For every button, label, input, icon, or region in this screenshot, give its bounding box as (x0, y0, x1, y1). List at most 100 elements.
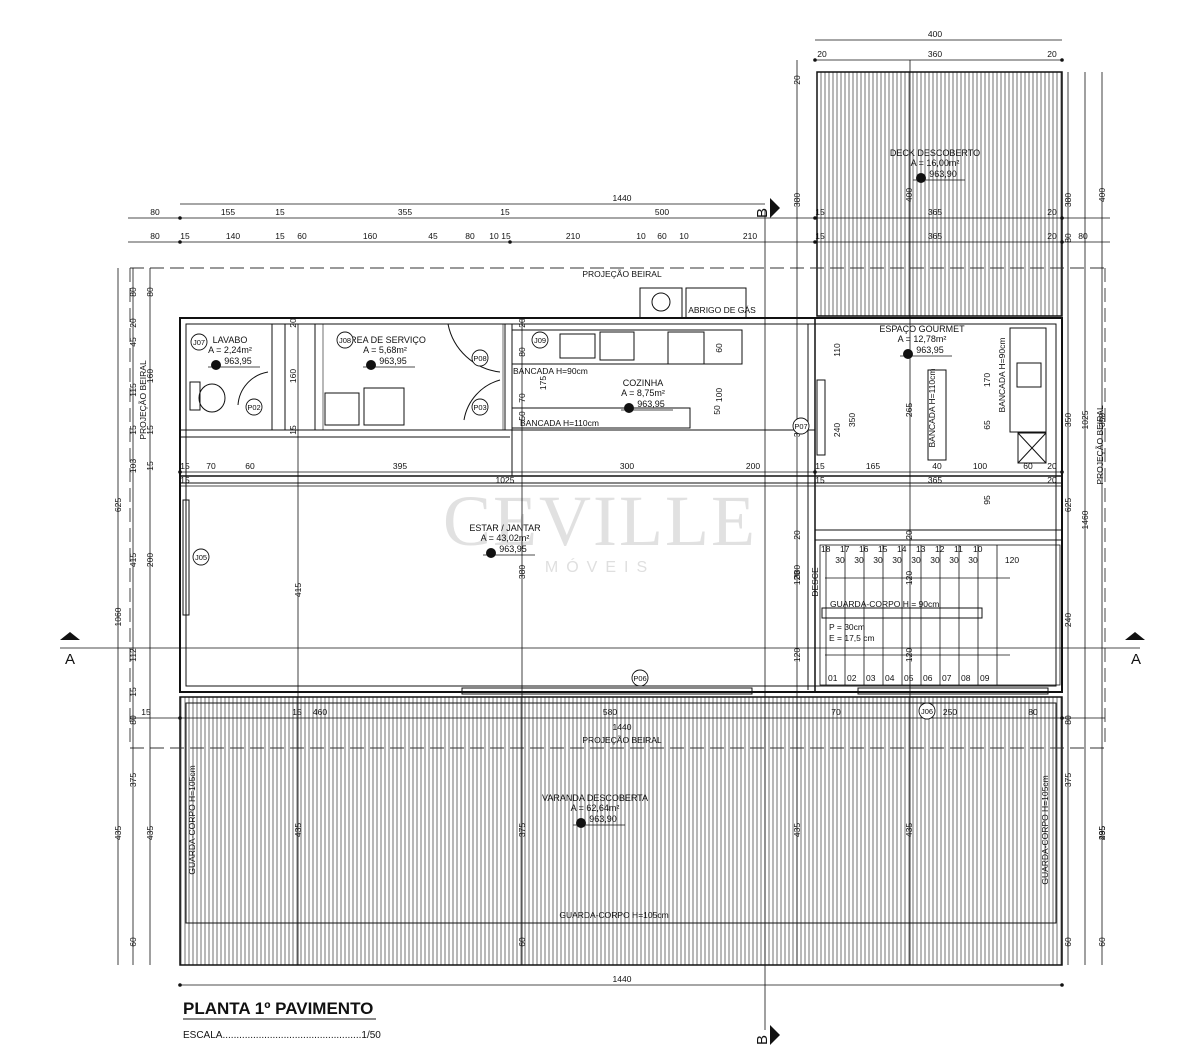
projecao-beiral-lines (129, 267, 1106, 749)
dimension-label: 100 (973, 461, 987, 471)
dimension-label: 160 (145, 369, 155, 383)
room-name: LAVABO (213, 335, 248, 345)
tag-circle (631, 669, 649, 687)
tag-circle (245, 398, 263, 416)
tag-circle (192, 548, 210, 566)
stair-step-number: 10 (973, 544, 983, 554)
stair-step-number: 11 (954, 544, 963, 554)
dimension-label: 20 (1047, 49, 1057, 59)
dimension-label: 120 (792, 571, 802, 585)
dimension-label: 15 (275, 207, 285, 217)
dimension-label: 15 (145, 425, 155, 435)
room-level: 963,90 (589, 814, 617, 824)
stair-step-number: 08 (961, 673, 971, 683)
dimension-label: 15 (180, 461, 190, 471)
dimension-label: 80 (465, 231, 475, 241)
dimension-label: 355 (398, 207, 412, 217)
room-area: A = 43,02m² (481, 533, 530, 543)
dimension-label: 15 (145, 461, 155, 471)
stair-step-number: 03 (866, 673, 876, 683)
dimension-tick (178, 983, 182, 987)
dimension-label: 380 (1063, 193, 1073, 207)
dimension-label: 500 (655, 207, 669, 217)
dimension-label: 250 (943, 707, 957, 717)
dimension-label: 15 (292, 707, 302, 717)
dimension-label: 112 (128, 648, 138, 662)
dimension-label: 165 (866, 461, 880, 471)
element-tag: P08 (473, 354, 486, 363)
room-area: A = 8,75m² (621, 388, 665, 398)
dimension-label: 1440 (613, 722, 632, 732)
dimension-label: 20 (817, 49, 827, 59)
guarda-corpo-bottom-label: GUARDA-CORPO H=105cm (559, 910, 668, 920)
tag-circle (918, 702, 936, 720)
dimension-label: 60 (714, 343, 724, 353)
level-marker-icon (576, 818, 586, 828)
stair-step-number: 17 (840, 544, 850, 554)
projecao-beiral-left: PROJEÇÃO BEIRAL (138, 360, 148, 440)
room-name: DECK DESCOBERTO (890, 148, 980, 158)
stair-step-number: 07 (942, 673, 952, 683)
tag-circle (792, 417, 810, 435)
level-marker-icon (624, 403, 634, 413)
stair-step-number: 05 (904, 673, 914, 683)
dimension-label: 40 (932, 461, 942, 471)
projecao-beiral-top: PROJEÇÃO BEIRAL (582, 269, 662, 279)
dimension-label: 50 (712, 405, 722, 415)
dimension-label: 375 (1063, 773, 1073, 787)
level-marker-icon (903, 349, 913, 359)
dimension-label: 350 (847, 413, 857, 427)
watermark-sub: MÓVEIS (545, 557, 655, 576)
stair-tread-dim: 30 (911, 555, 921, 565)
guarda-corpo-varanda (185, 702, 1057, 924)
dimension-label: 380 (792, 565, 802, 579)
dimension-label: 200 (145, 553, 155, 567)
dimension-tick (1060, 240, 1064, 244)
dimension-label: 70 (831, 707, 841, 717)
dimension-label: 45 (128, 337, 138, 347)
dimension-label: 240 (832, 423, 842, 437)
dimension-label: 60 (297, 231, 307, 241)
stair-tread-dim: 30 (873, 555, 883, 565)
dimension-label: 45 (428, 231, 438, 241)
dimension-label: 80 (1078, 231, 1088, 241)
stair-step-number: 04 (885, 673, 895, 683)
element-tag: J07 (193, 338, 205, 347)
dimension-label: 15 (141, 707, 151, 717)
guarda-corpo-left-label: GUARDA-CORPO H=105cm (187, 765, 197, 874)
dimension-label: 400 (1097, 188, 1107, 202)
bancada-90-kitchen-label: BANCADA H=90cm (513, 366, 588, 376)
dimension-label: 60 (1063, 937, 1073, 947)
dimension-tick (813, 240, 817, 244)
dimension-label: 435 (293, 823, 303, 837)
dimension-label: 15 (815, 461, 825, 471)
room-level: 963,95 (224, 356, 252, 366)
guarda-corpo-stair-label: GUARDA-CORPO H = 90cm (830, 599, 939, 609)
level-marker-icon (366, 360, 376, 370)
dimension-label: 160 (363, 231, 377, 241)
dimension-label: 80 (145, 287, 155, 297)
dimension-label: 115 (128, 383, 138, 397)
room-level: 963,95 (637, 399, 665, 409)
tag-circle (471, 349, 489, 367)
dimension-label: 460 (313, 707, 327, 717)
room-level: 963,95 (499, 544, 527, 554)
dimension-label: 15 (180, 475, 190, 485)
dimension-label: 210 (566, 231, 580, 241)
dimension-tick (1060, 470, 1064, 474)
element-tag: P06 (633, 674, 646, 683)
room-level: 963,95 (379, 356, 407, 366)
dimension-tick (1060, 216, 1064, 220)
level-marker-icon (211, 360, 221, 370)
dimension-label: 10 (636, 231, 646, 241)
dimension-label: 70 (517, 393, 527, 403)
dimension-label: 300 (620, 461, 634, 471)
dimension-label: 435 (145, 826, 155, 840)
dimension-label: 80 (150, 231, 160, 241)
dimension-label: 435 (792, 823, 802, 837)
desce-label: DESCE (810, 567, 820, 597)
dimension-tick (178, 716, 182, 720)
dimension-label: 60 (1023, 461, 1033, 471)
section-a-left-arrow (60, 632, 80, 640)
